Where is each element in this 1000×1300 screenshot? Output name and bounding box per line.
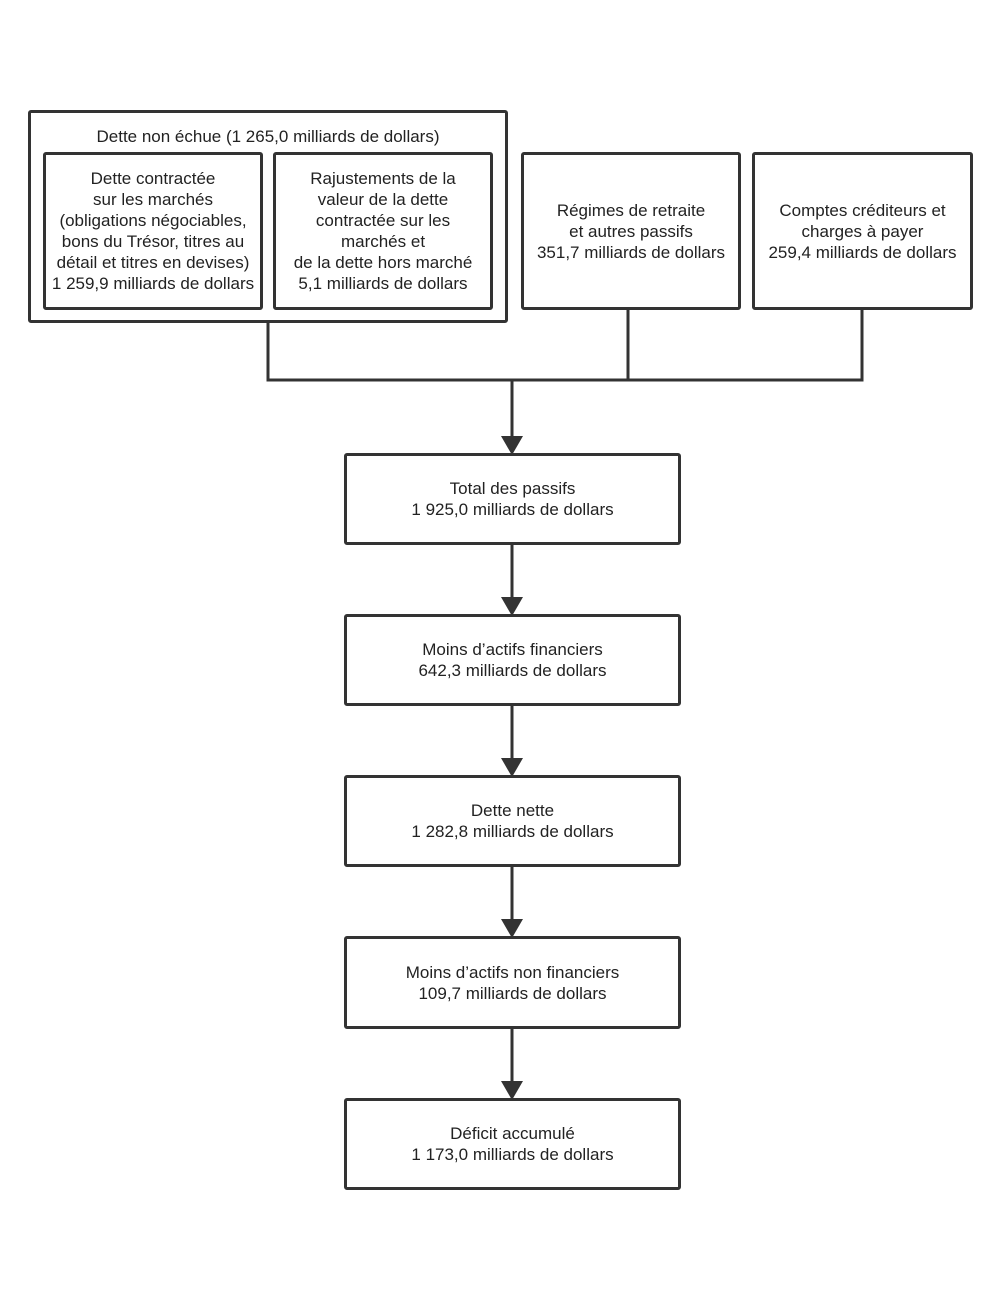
non-financial-assets-amount: 109,7 milliards de dollars (418, 983, 607, 1003)
market-debt-amount: 1 259,9 milliards de dollars (51, 274, 255, 293)
arrow-head-to-nonfinancial (501, 919, 523, 938)
adjustments-line: valeur de la dette (317, 190, 449, 209)
market-debt-line: Dette contractée (90, 169, 216, 188)
valuation-adjustments-box: Rajustements de la valeur de la dette co… (273, 152, 493, 310)
non-financial-assets-label: Moins d’actifs non financiers (405, 962, 620, 982)
payables-amount: 259,4 milliards de dollars (768, 242, 957, 262)
total-liabilities-label: Total des passifs (449, 479, 576, 498)
market-debt-line: bons du Trésor, titres au (61, 232, 245, 251)
adjustments-line: contractée sur les (315, 211, 451, 230)
total-liabilities-amount: 1 925,0 milliards de dollars (411, 500, 614, 519)
financial-assets-box: Moins d’actifs financiers 642,3 milliard… (344, 614, 681, 706)
net-debt-label: Dette nette (470, 801, 555, 820)
non-financial-assets-box: Moins d’actifs non financiers 109,7 mill… (344, 936, 681, 1029)
net-debt-amount: 1 282,8 milliards de dollars (411, 822, 614, 841)
accounts-payable-box: Comptes créditeurs et charges à payer 25… (752, 152, 973, 310)
arrow-head-to-total (501, 436, 523, 455)
market-debt-box: Dette contractée sur les marchés (obliga… (43, 152, 263, 310)
adjustments-line: de la dette hors marché (293, 253, 473, 272)
payables-line: charges à payer (801, 221, 924, 241)
financial-assets-label: Moins d’actifs financiers (422, 640, 603, 659)
net-debt-box: Dette nette 1 282,8 milliards de dollars (344, 775, 681, 867)
market-debt-line: détail et titres en devises) (56, 253, 250, 272)
pension-amount: 351,7 milliards de dollars (536, 242, 726, 262)
payables-line: Comptes créditeurs et (779, 200, 946, 220)
market-debt-line: sur les marchés (93, 190, 213, 209)
pension-line: et autres passifs (569, 221, 693, 241)
adjustments-line: Rajustements de la (310, 169, 456, 188)
accumulated-deficit-label: Déficit accumulé (450, 1124, 575, 1143)
adjustments-line: marchés et (340, 232, 426, 251)
adjustments-amount: 5,1 milliards de dollars (298, 274, 468, 293)
arrow-head-to-deficit (501, 1081, 523, 1100)
unmatured-debt-title: Dette non échue (1 265,0 milliards de do… (96, 127, 440, 146)
pension-line: Régimes de retraite (556, 200, 706, 220)
total-liabilities-box: Total des passifs 1 925,0 milliards de d… (344, 453, 681, 545)
accumulated-deficit-amount: 1 173,0 milliards de dollars (411, 1145, 614, 1164)
market-debt-line: (obligations négociables, (59, 211, 247, 230)
arrow-head-to-netdebt (501, 758, 523, 777)
accumulated-deficit-box: Déficit accumulé 1 173,0 milliards de do… (344, 1098, 681, 1190)
financial-assets-amount: 642,3 milliards de dollars (418, 661, 607, 680)
pension-liabilities-box: Régimes de retraite et autres passifs 35… (521, 152, 741, 310)
arrow-head-to-financial (501, 597, 523, 616)
